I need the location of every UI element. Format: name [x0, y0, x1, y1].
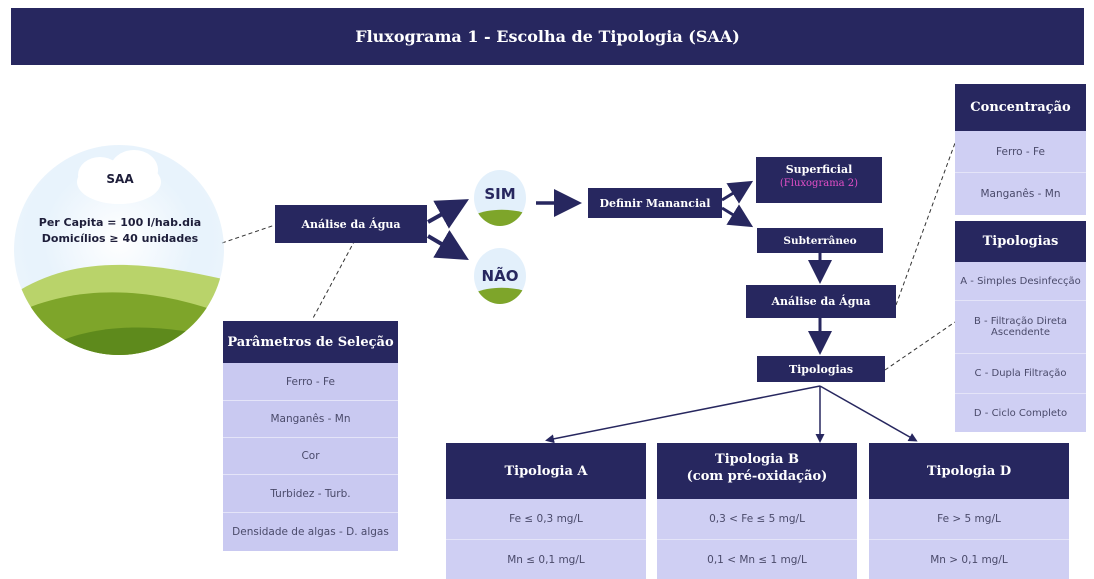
definir-manancial-node: Definir Manancial [588, 188, 722, 218]
concentracao-box: Concentração Ferro - Fe Manganês - Mn [955, 84, 1086, 215]
superficial-label: Superficial [785, 163, 853, 176]
dashed-connector-tipologias [884, 321, 956, 371]
arrow-to-subterraneo [721, 204, 754, 228]
tipologias-box-title: Tipologias [955, 221, 1086, 262]
parametro-item: Manganês - Mn [223, 400, 398, 437]
tipologia-b-box: Tipologia B (com pré-oxidação) 0,3 < Fe … [657, 443, 857, 579]
arrow-to-sim [427, 199, 469, 229]
arrow-to-tipologia-d [819, 385, 918, 442]
tipologia-b-fe: 0,3 < Fe ≤ 5 mg/L [657, 499, 857, 539]
tipologia-a-title: Tipologia A [446, 443, 646, 499]
dashed-connector-parametros [311, 239, 356, 321]
tipologia-a-box: Tipologia A Fe ≤ 0,3 mg/L Mn ≤ 0,1 mg/L [446, 443, 646, 579]
concentracao-item: Ferro - Fe [955, 131, 1086, 172]
tipologia-item: B - Filtração Direta Ascendente [955, 300, 1086, 353]
tipologias-box: Tipologias A - Simples Desinfecção B - F… [955, 221, 1086, 432]
tipologia-a-fe: Fe ≤ 0,3 mg/L [446, 499, 646, 539]
subterraneo-label: Subterrâneo [783, 234, 857, 247]
nao-badge [474, 248, 526, 304]
arrow-to-nao [426, 230, 469, 261]
sim-badge [474, 170, 526, 226]
saa-illustration [14, 145, 224, 355]
tipologia-d-title: Tipologia D [869, 443, 1069, 499]
definir-manancial-label: Definir Manancial [599, 196, 711, 210]
tipologia-b-mn: 0,1 < Mn ≤ 1 mg/L [657, 539, 857, 579]
subterraneo-node: Subterrâneo [757, 228, 883, 253]
parametro-item: Ferro - Fe [223, 363, 398, 400]
parametros-title: Parâmetros de Seleção [223, 321, 398, 363]
tipologia-b-title: Tipologia B (com pré-oxidação) [657, 443, 857, 499]
saa-domicilios: Domicílios ≥ 40 unidades [41, 232, 199, 245]
tipologia-b-title-line1: Tipologia B [715, 452, 799, 467]
concentracao-title: Concentração [955, 84, 1086, 131]
parametro-item: Densidade de algas - D. algas [223, 512, 398, 551]
diagram-title-bar: Fluxograma 1 - Escolha de Tipologia (SAA… [11, 8, 1084, 65]
analise-agua-2-label: Análise da Água [771, 295, 871, 308]
tipologia-d-mn: Mn > 0,1 mg/L [869, 539, 1069, 579]
parametros-selecao-box: Parâmetros de Seleção Ferro - Fe Manganê… [223, 321, 398, 551]
superficial-node: Superficial (Fluxograma 2) [756, 157, 882, 203]
tipologia-item: C - Dupla Filtração [955, 353, 1086, 393]
diagram-title: Fluxograma 1 - Escolha de Tipologia (SAA… [355, 27, 740, 46]
analise-agua-label: Análise da Água [301, 217, 401, 231]
tipologia-item: D - Ciclo Completo [955, 393, 1086, 432]
parametro-item: Cor [223, 437, 398, 474]
arrow-to-tipologia-a [545, 385, 821, 444]
tipologia-d-box: Tipologia D Fe > 5 mg/L Mn > 0,1 mg/L [869, 443, 1069, 579]
tipologia-b-title-line2: (com pré-oxidação) [686, 469, 828, 484]
tipologia-d-fe: Fe > 5 mg/L [869, 499, 1069, 539]
saa-per-capita: Per Capita = 100 l/hab.dia [38, 216, 202, 229]
sim-label: SIM [484, 185, 516, 203]
tipologia-a-mn: Mn ≤ 0,1 mg/L [446, 539, 646, 579]
analise-agua-2-node: Análise da Água [746, 285, 896, 318]
analise-agua-node: Análise da Água [275, 205, 427, 243]
tipologias-node: Tipologias [757, 356, 885, 382]
dashed-connector-saa [221, 224, 276, 244]
saa-title: SAA [106, 172, 134, 186]
saa-text-block: SAA Per Capita = 100 l/hab.dia Domicílio… [20, 160, 220, 255]
arrow-to-superficial [721, 180, 754, 204]
tipologias-node-label: Tipologias [788, 362, 854, 376]
dashed-connector-concentracao [895, 142, 956, 306]
superficial-fluxograma-link: (Fluxograma 2) [779, 178, 859, 189]
parametro-item: Turbidez - Turb. [223, 474, 398, 512]
tipologia-item: A - Simples Desinfecção [955, 262, 1086, 300]
concentracao-item: Manganês - Mn [955, 172, 1086, 215]
nao-label: NÃO [481, 267, 519, 285]
